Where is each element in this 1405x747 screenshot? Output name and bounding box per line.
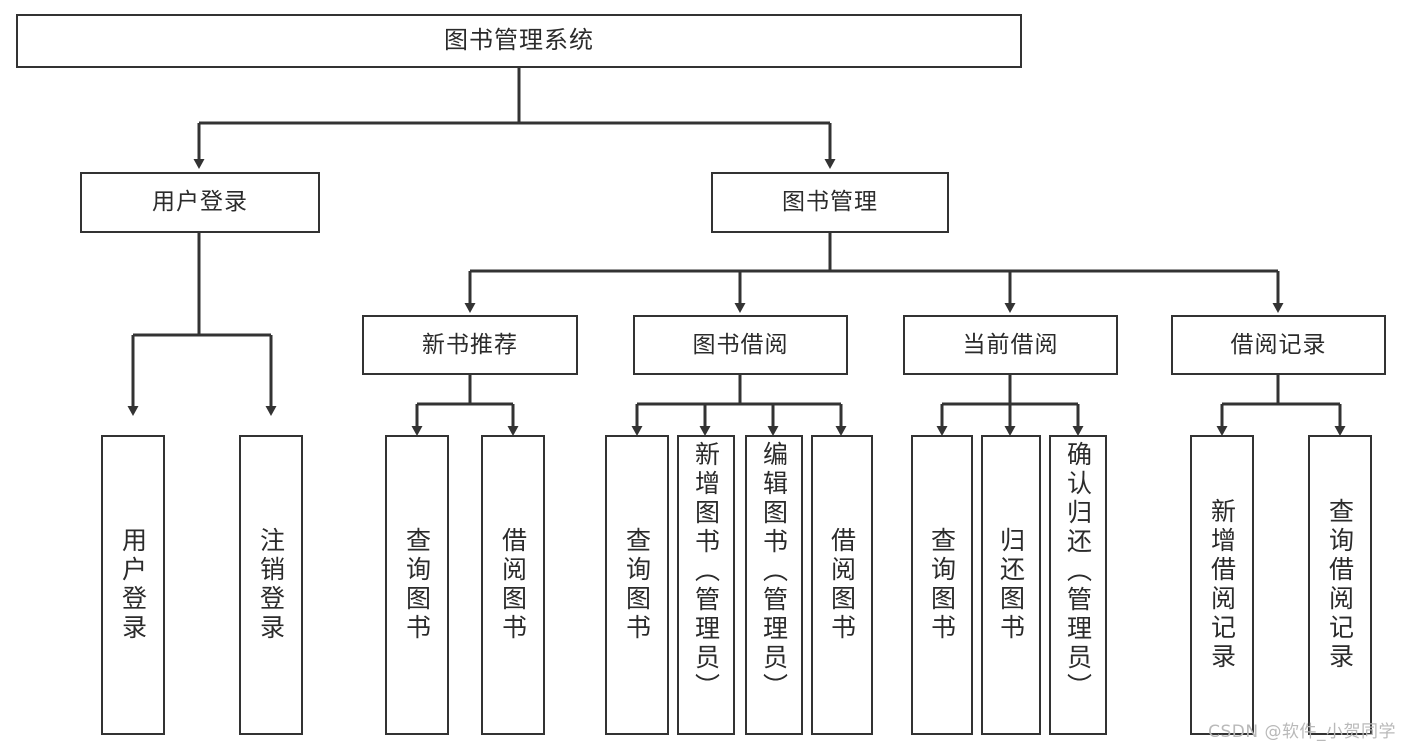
node-label: 查询图书	[402, 527, 432, 643]
node-user-login[interactable]: 用户登录	[80, 172, 320, 233]
node-label: 借阅图书	[498, 527, 528, 643]
node-label: 借阅记录	[1230, 331, 1327, 358]
node-label: 用户登录	[152, 189, 248, 216]
node-label: 查询借阅记录	[1325, 498, 1355, 672]
leaf-borrow-book-recommend[interactable]: 借阅图书	[481, 435, 545, 735]
connector-lines	[127, 68, 1346, 436]
leaf-edit-book-admin[interactable]: 编辑图书（管理员）	[745, 435, 803, 735]
node-root-system[interactable]: 图书管理系统	[16, 14, 1022, 68]
leaf-user-login[interactable]: 用户登录	[101, 435, 165, 735]
node-label: 编辑图书（管理员）	[759, 441, 789, 702]
leaf-confirm-return-admin[interactable]: 确认归还（管理员）	[1049, 435, 1107, 735]
node-label: 注销登录	[256, 527, 286, 643]
leaf-logout[interactable]: 注销登录	[239, 435, 303, 735]
node-borrow-record[interactable]: 借阅记录	[1171, 315, 1386, 375]
node-label: 新增借阅记录	[1207, 498, 1237, 672]
node-label: 新增图书（管理员）	[691, 441, 721, 702]
node-label: 查询图书	[622, 527, 652, 643]
node-label: 归还图书	[996, 527, 1026, 643]
node-label: 新书推荐	[422, 331, 518, 358]
node-label: 图书管理	[782, 189, 878, 216]
node-label: 确认归还（管理员）	[1063, 441, 1093, 702]
node-label: 借阅图书	[827, 527, 857, 643]
leaf-borrow-book[interactable]: 借阅图书	[811, 435, 873, 735]
node-label: 用户登录	[118, 527, 148, 643]
node-label: 查询图书	[927, 527, 957, 643]
node-label: 图书管理系统	[444, 26, 594, 55]
node-new-book-recommend[interactable]: 新书推荐	[362, 315, 578, 375]
leaf-return-book[interactable]: 归还图书	[981, 435, 1041, 735]
leaf-add-borrow-record[interactable]: 新增借阅记录	[1190, 435, 1254, 735]
leaf-query-borrow-record[interactable]: 查询借阅记录	[1308, 435, 1372, 735]
watermark: CSDN @软件_小贺同学	[1208, 722, 1396, 742]
leaf-query-book-borrow[interactable]: 查询图书	[605, 435, 669, 735]
leaf-add-book-admin[interactable]: 新增图书（管理员）	[677, 435, 735, 735]
node-book-management[interactable]: 图书管理	[711, 172, 949, 233]
node-book-borrow[interactable]: 图书借阅	[633, 315, 848, 375]
node-label: 图书借阅	[692, 331, 789, 358]
node-label: 当前借阅	[962, 331, 1059, 358]
leaf-query-book-recommend[interactable]: 查询图书	[385, 435, 449, 735]
leaf-query-book-current[interactable]: 查询图书	[911, 435, 973, 735]
node-current-borrow[interactable]: 当前借阅	[903, 315, 1118, 375]
